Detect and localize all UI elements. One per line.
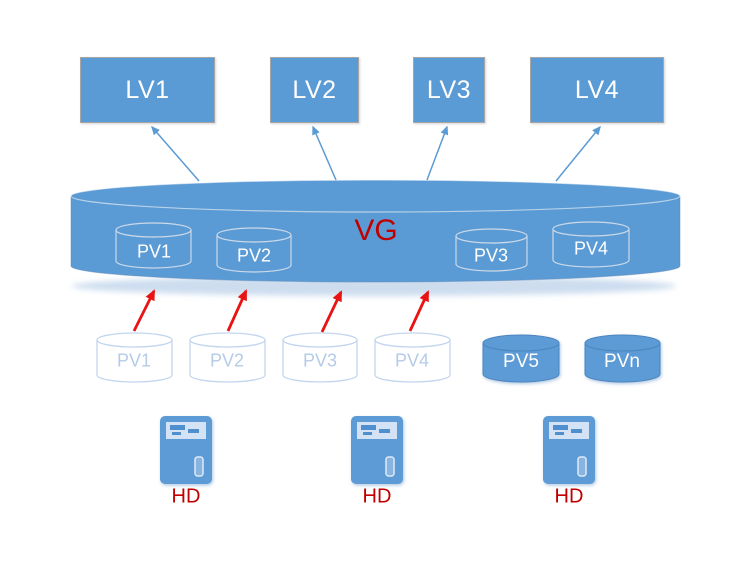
hd-panel-bar: [363, 432, 372, 435]
pv5-top: [482, 334, 560, 352]
arrow-vg-to-lv4: [555, 125, 601, 182]
pvn-label: PVn: [604, 351, 640, 372]
hard-drive-tower-icon: [160, 416, 595, 484]
unallocated-pv-cylinders: [96, 332, 451, 383]
hd-panel-bar: [170, 425, 185, 430]
arrow-vg-to-lv3: [426, 125, 449, 181]
member-pv2-label: PV2: [236, 245, 272, 266]
vg-shadow: [72, 276, 676, 296]
hd-panel: [549, 422, 589, 439]
volume-group-disk-icon: [70, 179, 681, 283]
faded-pv4-top: [374, 332, 451, 348]
hd-panel-bar: [553, 425, 568, 430]
arrow-up-blue-icon: [151, 125, 601, 182]
hd-panel-bar: [555, 432, 564, 435]
arrow-vg-to-lv1: [151, 125, 200, 182]
member-pv1-top: [115, 222, 192, 238]
faded-pv2-label: PV2: [209, 350, 245, 371]
lv3-box: LV3: [413, 57, 485, 123]
hd-panel-bar: [361, 425, 376, 430]
lv1-box: LV1: [80, 57, 215, 123]
hd1-label: HD: [171, 485, 201, 508]
hd3-label: HD: [554, 485, 584, 508]
arrow-pv4-to-vg: [408, 290, 430, 332]
member-pv4-label: PV4: [573, 238, 609, 259]
vg-label: VG: [354, 214, 398, 247]
faded-pv2-top: [189, 332, 266, 348]
lv4-box: LV4: [530, 57, 664, 123]
member-pv1-label: PV1: [136, 241, 172, 262]
faded-pv4-label: PV4: [394, 350, 430, 371]
faded-pv3-top: [282, 332, 358, 348]
arrow-pv2-to-vg: [226, 289, 248, 332]
hd-panel: [357, 422, 397, 439]
hd-panel-bar: [379, 429, 390, 433]
pvn-top: [584, 334, 661, 352]
pv5-label: PV5: [503, 351, 539, 372]
arrow-pv1-to-vg: [132, 289, 156, 332]
hd-slot: [194, 456, 204, 477]
physical-volume-cylinder-icon: [115, 221, 630, 273]
member-pv3-top: [455, 228, 528, 244]
arrow-up-red-icon: [132, 289, 430, 333]
hd-panel: [166, 422, 206, 439]
member-pv4-top: [552, 221, 630, 237]
member-pv2-top: [216, 227, 292, 243]
hd-panel-bar: [172, 432, 181, 435]
faded-pv1-top: [96, 332, 173, 348]
hd-panel-bar: [188, 429, 199, 433]
lv2-box: LV2: [270, 57, 359, 123]
hd2-label: HD: [362, 485, 392, 508]
hd-slot: [577, 456, 587, 477]
arrow-vg-to-lv2: [312, 125, 337, 181]
hd-panel-bar: [571, 429, 582, 433]
hd-icon-3: [543, 416, 595, 484]
hd-icon-1: [160, 416, 212, 484]
arrow-pv3-to-vg: [320, 290, 343, 333]
faded-pv3-label: PV3: [302, 350, 338, 371]
hd-icon-2: [351, 416, 403, 484]
vg-disk-top: [70, 179, 681, 213]
member-pv3-label: PV3: [473, 245, 509, 266]
spare-pv-cylinders: [482, 334, 661, 383]
faded-pv1-label: PV1: [116, 350, 152, 371]
hd-slot: [385, 456, 395, 477]
